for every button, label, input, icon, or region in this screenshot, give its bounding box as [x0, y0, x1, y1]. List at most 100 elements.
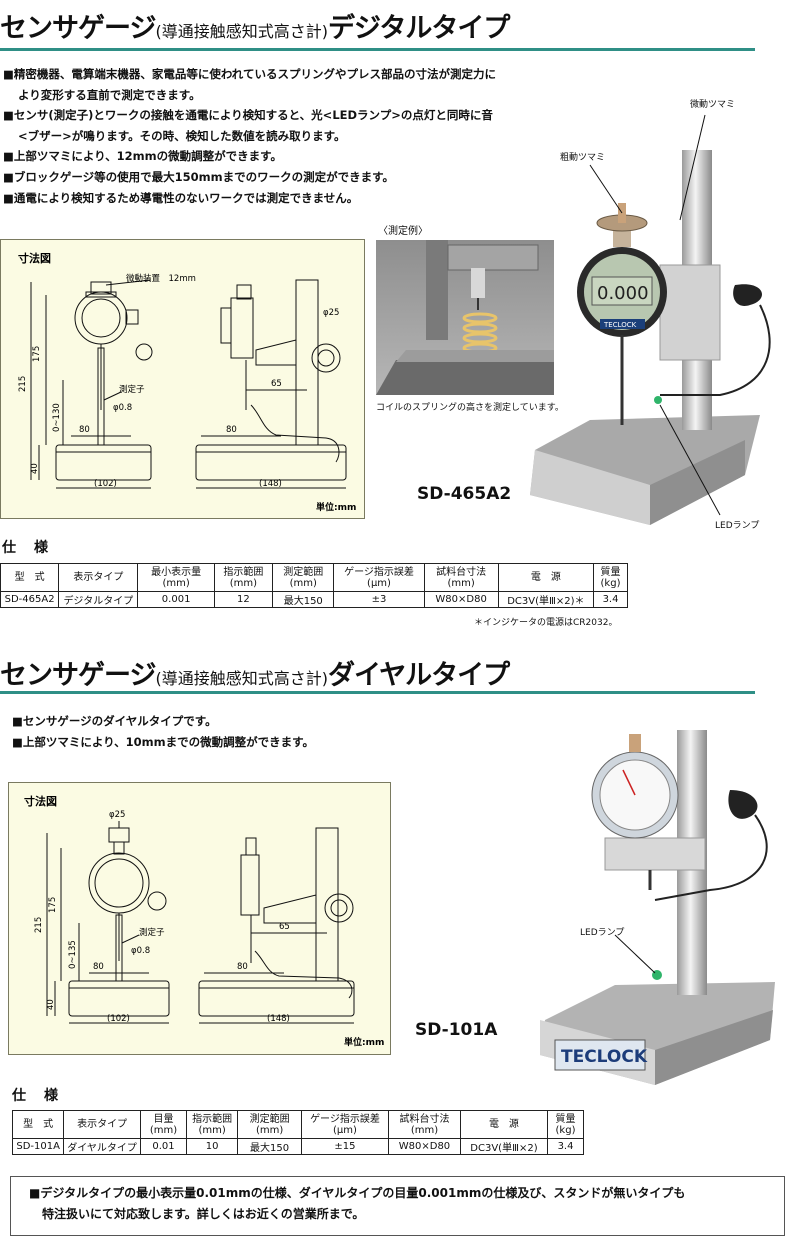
bullet-item: ■センサゲージのダイヤルタイプです。 — [12, 714, 217, 728]
footer-line: 特注扱いにて対応致します。詳しくはお近くの営業所まで。 — [42, 1207, 365, 1221]
coarse-knob-label: 粗動ツマミ — [560, 153, 606, 163]
dim-40: 40 — [46, 999, 56, 1010]
example-label: 〈測定例〉 — [378, 226, 428, 237]
probe-label: 測定子 — [119, 384, 145, 395]
spec-header: 表示タイプ — [63, 1110, 141, 1139]
table-cell: DC3V(単Ⅲ×2)＊ — [497, 591, 595, 608]
dim-175: 175 — [32, 346, 42, 362]
brand-label: TECLOCK — [603, 321, 637, 329]
dimension-drawing: 寸法図 φ25 測定子 φ0.8 175 215 0~135 40 80 80 … — [24, 794, 384, 1048]
table-cell: 最大150 — [272, 591, 335, 608]
spec-header: 型 式 — [0, 563, 60, 592]
spec-header: 質量 (kg) — [593, 563, 628, 592]
spec-header: 最小表示量 (mm) — [137, 563, 215, 592]
brand-label: TECLOCK — [561, 1047, 648, 1067]
spec-header: 測定範囲 (mm) — [237, 1110, 302, 1139]
spec-header: 電 源 — [497, 563, 595, 592]
spec-note: ＊インジケータの電源はCR2032。 — [474, 618, 618, 628]
bullet-item: ■通電により検知するため導電性のないワークでは測定できません。 — [3, 190, 359, 205]
dim-label: 寸法図 — [24, 794, 57, 808]
table-cell: 12 — [213, 591, 274, 608]
bullet-item: ■センサ(測定子)とワークの接触を通電により検知すると、光<LEDランプ>の点灯… — [3, 108, 493, 123]
col-dia-label: φ25 — [323, 308, 339, 318]
title-sub: (導通接触感知式高さ計) — [155, 22, 328, 41]
table-cell: SD-101A — [11, 1138, 65, 1155]
product-photo: 0.000 TECLOCK 微動ツマミ 粗動ツマミ LEDランプ — [530, 95, 780, 531]
title-main: センサゲージ — [0, 13, 156, 44]
section2-bullets: ■センサゲージのダイヤルタイプです。 ■上部ツマミにより、10mmまでの微動調整… — [12, 711, 314, 752]
title-rule — [0, 691, 755, 694]
title-type: デジタルタイプ — [327, 13, 510, 44]
section1-title: センサゲージ(導通接触感知式高さ計)デジタルタイプ — [0, 6, 510, 45]
dimension-drawing: 寸法図 微動装置 12mm 測定子 φ0.8 φ25 175 215 0~130… — [18, 251, 356, 513]
unit-label: 単位:mm — [344, 1036, 384, 1048]
example-photo — [376, 240, 554, 395]
model-name: SD-465A2 — [417, 484, 512, 504]
product-drawing: 0.000 TECLOCK — [530, 114, 771, 525]
spec-header: 試料台寸法 (mm) — [423, 563, 499, 592]
dim-102: (102) — [107, 1014, 130, 1024]
table-cell: 3.4 — [547, 1138, 584, 1155]
dim-65: 65 — [279, 922, 290, 932]
table-cell: デジタルタイプ — [58, 591, 139, 608]
table-cell: 0.001 — [137, 591, 215, 608]
col-dia-label: φ25 — [109, 810, 125, 820]
dimension-panel: 寸法図 φ25 測定子 φ0.8 175 215 0~135 40 80 80 … — [8, 782, 391, 1055]
dimension-panel: 寸法図 微動装置 12mm 測定子 φ0.8 φ25 175 215 0~130… — [0, 239, 365, 519]
dim-215: 215 — [18, 376, 28, 392]
dim-215: 215 — [34, 917, 44, 933]
title-sub: (導通接触感知式高さ計) — [155, 669, 328, 688]
section2-title: センサゲージ(導通接触感知式高さ計)ダイヤルタイプ — [0, 653, 510, 692]
table-cell: DC3V(単Ⅲ×2) — [459, 1138, 549, 1155]
probe-dia-label: φ0.8 — [131, 946, 150, 956]
bullet-item: より変形する直前で測定できます。 — [18, 87, 201, 102]
probe-dia-label: φ0.8 — [113, 403, 132, 413]
table-row: SD-465A2 デジタルタイプ 0.001 12 最大150 ±3 W80×D… — [0, 591, 628, 608]
spec-header: 指示範囲 (mm) — [186, 1110, 239, 1139]
model-name: SD-101A — [415, 1020, 498, 1040]
footer-line: ■デジタルタイプの最小表示量0.01mmの仕様、ダイヤルタイプの目量0.001m… — [29, 1186, 686, 1200]
footer-note-box: ■デジタルタイプの最小表示量0.01mmの仕様、ダイヤルタイプの目量0.001m… — [10, 1176, 785, 1236]
dim-0-135: 0~135 — [68, 940, 78, 969]
dim-80b: 80 — [237, 962, 248, 972]
table-cell: ダイヤルタイプ — [63, 1138, 141, 1155]
bullet-item: <ブザー>が鳴ります。その時、検知した数値を読み取ります。 — [18, 128, 346, 143]
led-label: LEDランプ — [715, 521, 760, 531]
table-cell: 10 — [186, 1138, 239, 1155]
dim-label: 寸法図 — [18, 251, 51, 265]
fine-knob-label: 微動ツマミ — [690, 100, 736, 110]
table-cell: 0.01 — [139, 1138, 188, 1155]
table-row: SD-101A ダイヤルタイプ 0.01 10 最大150 ±15 W80×D8… — [11, 1138, 584, 1155]
section1-bullets: ■精密機器、電算端末機器、家電品等に使われているスプリングやプレス部品の寸法が測… — [3, 64, 496, 208]
title-rule — [0, 48, 755, 51]
table-cell: W80×D80 — [423, 591, 499, 608]
dim-175: 175 — [48, 897, 58, 913]
unit-label: 単位:mm — [316, 501, 356, 513]
bullet-item: ■精密機器、電算端末機器、家電品等に使われているスプリングやプレス部品の寸法が測… — [3, 67, 496, 81]
spec-header: 試料台寸法 (mm) — [388, 1110, 461, 1139]
table-cell: 最大150 — [237, 1138, 302, 1155]
title-type: ダイヤルタイプ — [327, 660, 510, 691]
spec-header: ゲージ指示誤差 (μm) — [333, 563, 425, 592]
spec-header: 測定範囲 (mm) — [272, 563, 335, 592]
spec-header: ゲージ指示誤差 (μm) — [300, 1110, 390, 1139]
bullet-item: ■上部ツマミにより、12mmの微動調整ができます。 — [3, 149, 282, 164]
dim-102: (102) — [94, 479, 117, 489]
table-cell: ±15 — [300, 1138, 390, 1155]
spec-header: 指示範囲 (mm) — [213, 563, 274, 592]
bullet-item: ■ブロックゲージ等の使用で最大150mmまでのワークの測定ができます。 — [3, 169, 394, 184]
dim-80b: 80 — [226, 425, 237, 435]
spec-table: 型 式 表示タイプ 最小表示量 (mm) 指示範囲 (mm) 測定範囲 (mm)… — [0, 563, 628, 608]
spec-header: 型 式 — [11, 1110, 65, 1139]
dim-148: (148) — [259, 479, 282, 489]
table-cell: W80×D80 — [388, 1138, 461, 1155]
product-drawing: TECLOCK — [540, 730, 775, 1085]
product-photo: TECLOCK LEDランプ — [535, 720, 780, 1090]
led-label: LEDランプ — [580, 928, 625, 938]
table-cell: 3.4 — [593, 591, 628, 608]
spec-header: 質量 (kg) — [547, 1110, 584, 1139]
spec-table: 型 式 表示タイプ 目量 (mm) 指示範囲 (mm) 測定範囲 (mm) ゲー… — [11, 1110, 584, 1155]
dim-148: (148) — [267, 1014, 290, 1024]
table-cell: ±3 — [333, 591, 425, 608]
spec-title: 仕 様 — [12, 1088, 60, 1104]
